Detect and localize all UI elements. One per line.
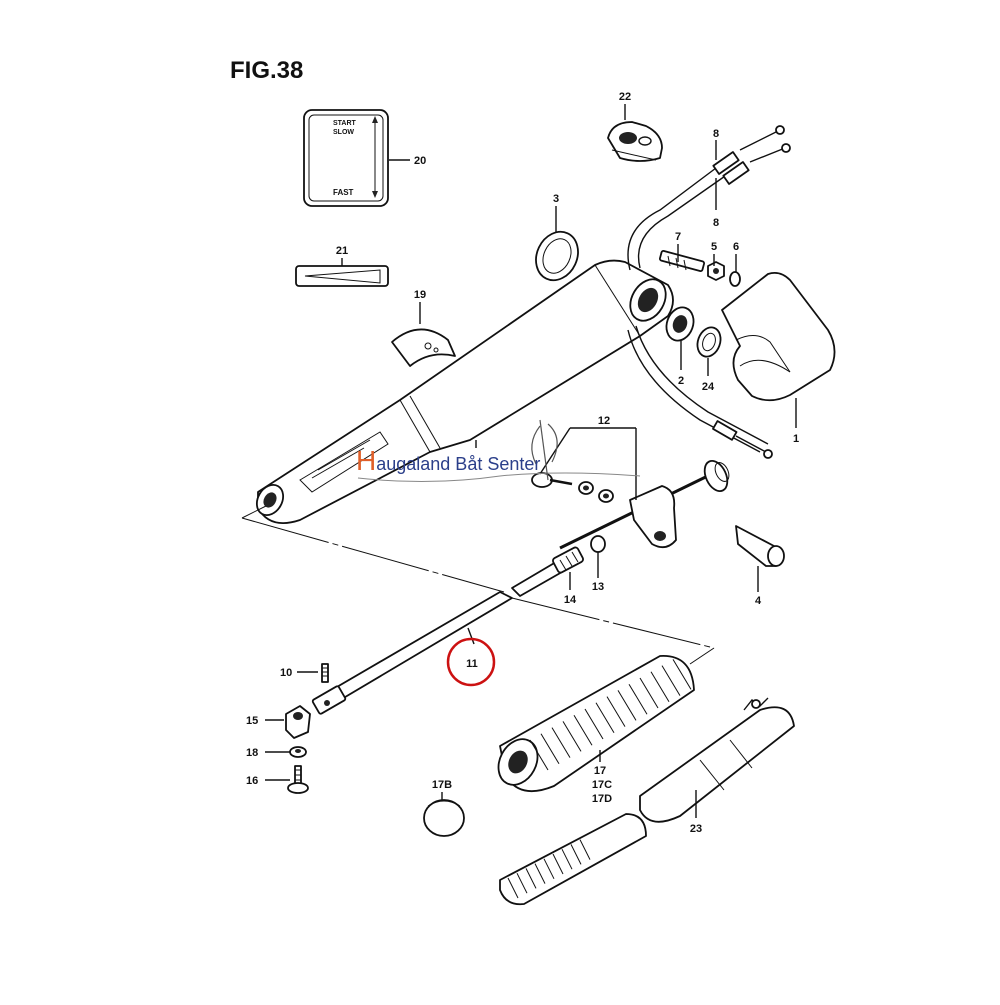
callout-1: 1 bbox=[793, 433, 799, 445]
callout-21: 21 bbox=[336, 245, 348, 257]
callout-17: 17 bbox=[594, 765, 606, 777]
callout-20: 20 bbox=[414, 155, 426, 167]
part-1-cover bbox=[721, 271, 836, 402]
callout-23: 23 bbox=[690, 823, 702, 835]
part-5-nut bbox=[707, 261, 725, 281]
callout-12: 12 bbox=[598, 415, 610, 427]
part-7-stud bbox=[659, 250, 705, 272]
part-18-washer bbox=[289, 746, 307, 758]
callout-5: 5 bbox=[711, 241, 717, 253]
part-3-ring bbox=[535, 230, 579, 282]
callout-11: 11 bbox=[466, 658, 478, 670]
callout-14: 14 bbox=[564, 594, 577, 606]
part-24-washer bbox=[696, 326, 722, 358]
part-2-bearing bbox=[665, 306, 695, 342]
part-20-plate: START SLOW FAST bbox=[303, 109, 389, 207]
figure-title: FIG.38 bbox=[230, 57, 303, 84]
part-21-strip bbox=[295, 265, 389, 287]
callout-24: 24 bbox=[702, 381, 715, 393]
callout-2: 2 bbox=[678, 375, 684, 387]
callout-17c: 17C bbox=[592, 779, 612, 791]
highlight-circle-11 bbox=[446, 637, 496, 687]
part-11-rod bbox=[311, 591, 513, 715]
callout-8-top: 8 bbox=[713, 128, 719, 140]
part-16-screw bbox=[287, 765, 309, 794]
callout-17b: 17B bbox=[432, 779, 452, 791]
callout-6: 6 bbox=[733, 241, 739, 253]
callout-16: 16 bbox=[246, 775, 258, 787]
part-19-clamp bbox=[391, 328, 456, 367]
plate-start-label: START bbox=[333, 120, 357, 127]
watermark-text: Haugaland Båt Senter bbox=[356, 445, 540, 476]
callout-19: 19 bbox=[414, 289, 426, 301]
part-4-piece bbox=[735, 525, 785, 567]
callout-22: 22 bbox=[619, 91, 631, 103]
part-6-washer bbox=[729, 271, 741, 287]
part-10-pin bbox=[321, 663, 329, 683]
tiller-handle bbox=[255, 259, 674, 524]
exploded-outline bbox=[241, 505, 715, 665]
part-15-block bbox=[285, 705, 311, 739]
plate-slow-label: SLOW bbox=[333, 129, 354, 136]
callout-7: 7 bbox=[675, 231, 681, 243]
leader-lines bbox=[265, 104, 797, 818]
part-17b-cap bbox=[423, 799, 465, 837]
part-14-shaft bbox=[511, 535, 606, 597]
callout-15: 15 bbox=[246, 715, 258, 727]
callout-17d: 17D bbox=[592, 793, 612, 805]
part-22-grommet bbox=[607, 121, 663, 162]
part-23-tube bbox=[639, 697, 795, 823]
part-17-grip bbox=[497, 655, 695, 793]
callout-13: 13 bbox=[592, 581, 604, 593]
watermark-logo: Haugaland Båt Senter bbox=[356, 419, 641, 483]
callout-18: 18 bbox=[246, 747, 258, 759]
plate-fast-label: FAST bbox=[333, 188, 354, 197]
part-12-assembly bbox=[531, 459, 730, 550]
throttle-cables bbox=[627, 125, 791, 459]
callout-10: 10 bbox=[280, 667, 292, 679]
callout-3: 3 bbox=[553, 193, 559, 205]
callout-8-bottom: 8 bbox=[713, 217, 719, 229]
callout-4: 4 bbox=[755, 595, 762, 607]
screw-shaft bbox=[499, 813, 647, 906]
